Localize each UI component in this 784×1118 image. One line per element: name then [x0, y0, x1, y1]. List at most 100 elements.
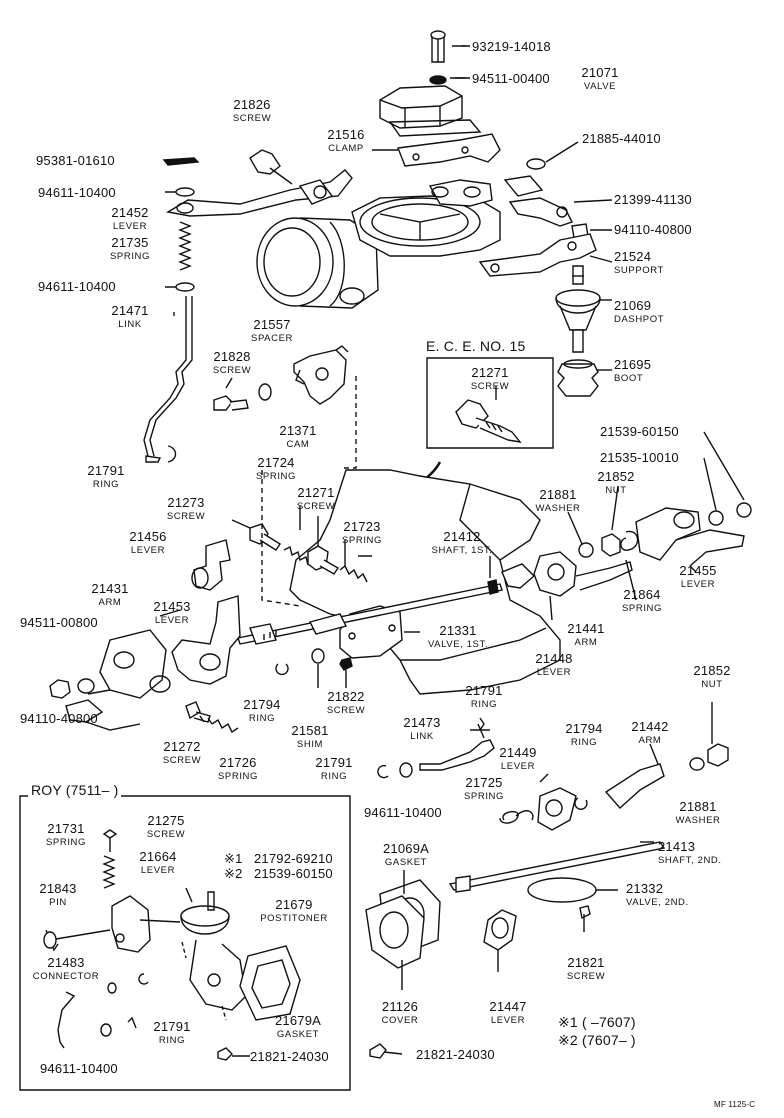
label-21821-24030-a: 21821-24030 [250, 1049, 329, 1064]
shaft-2nd-21413-illustration [450, 842, 664, 892]
washer-94611-b [176, 283, 194, 291]
screw-21272-spring-21726-illustration [186, 702, 238, 732]
ring-21791-c [378, 766, 388, 778]
roy-parts-illustration [44, 830, 300, 1060]
ring-21794-a [276, 664, 288, 674]
label-94110-40800-b: 94110-40800 [20, 711, 98, 726]
screw-21821-c [370, 1044, 402, 1058]
washer-94611-a [176, 188, 194, 196]
label-ece-no15: E. C. E. NO. 15 [426, 338, 526, 354]
spring-21735 [180, 222, 190, 270]
washer-94611-c [400, 763, 412, 777]
lever-21455-illustration [636, 508, 744, 566]
label-21792-69210: 21792-69210 [254, 851, 333, 866]
clamp-21516-illustration [372, 134, 500, 166]
link-21471 [144, 296, 192, 456]
washer-21539 [737, 503, 751, 517]
screw-21822 [340, 658, 352, 670]
label-21885-44010: 21885-44010 [582, 131, 661, 146]
shim-21581 [312, 649, 324, 663]
label-94611-10400-d: 94611-10400 [40, 1061, 118, 1076]
nut-21852-a [602, 534, 620, 556]
guide-cam [340, 376, 356, 468]
lever-21456-illustration [192, 540, 230, 590]
label-mf-code: MF 1125-C [714, 1100, 756, 1109]
cam-21371-illustration [294, 346, 348, 404]
label-93219-14018: 93219-14018 [472, 39, 551, 54]
label-note-2: ※2 (7607– ) [558, 1032, 636, 1048]
lever-21453-arm-21431-illustration [88, 596, 240, 698]
washer-21881-a [579, 543, 593, 557]
guide-dashed-21724 [262, 470, 300, 606]
screw-21828-illustration [214, 396, 248, 410]
spring-21864 [621, 531, 638, 600]
roy-inset-box [20, 796, 350, 1090]
label-94611-10400-c: 94611-10400 [364, 805, 442, 820]
valve-21071-illustration [380, 31, 480, 136]
lever-21447-illustration [484, 910, 516, 972]
ece-no15-inset-box [427, 358, 553, 448]
label-21399-41130: 21399-41130 [614, 192, 692, 207]
ring-21794-b [575, 798, 587, 809]
label-21821-24030-b: 21821-24030 [416, 1047, 495, 1062]
screw-21821-a [580, 906, 590, 932]
link-21473-illustration [420, 718, 494, 770]
dashpot-21069-illustration [556, 266, 612, 352]
lever-21448-21441-illustration [502, 552, 632, 620]
washer-21881-b [690, 758, 704, 770]
washer-21535 [709, 511, 723, 525]
valve-2nd-21332 [528, 878, 596, 902]
label-21539-60150-a: 21539-60150 [600, 424, 679, 439]
gasket-21069A-cover-21126-illustration [366, 870, 440, 990]
label-94611-10400-b: 94611-10400 [38, 279, 116, 294]
label-94110-40800-a: 94110-40800 [614, 222, 692, 237]
shaft-1st-21412-illustration [238, 556, 502, 644]
carburetor-top-body [257, 180, 500, 308]
label-94511-00400: 94511-00400 [472, 71, 550, 86]
screw-21273-illustration [250, 524, 280, 550]
spring-21724 [284, 547, 308, 565]
throttle-body-base [290, 470, 560, 694]
label-mark-1: ※1 [224, 851, 243, 866]
